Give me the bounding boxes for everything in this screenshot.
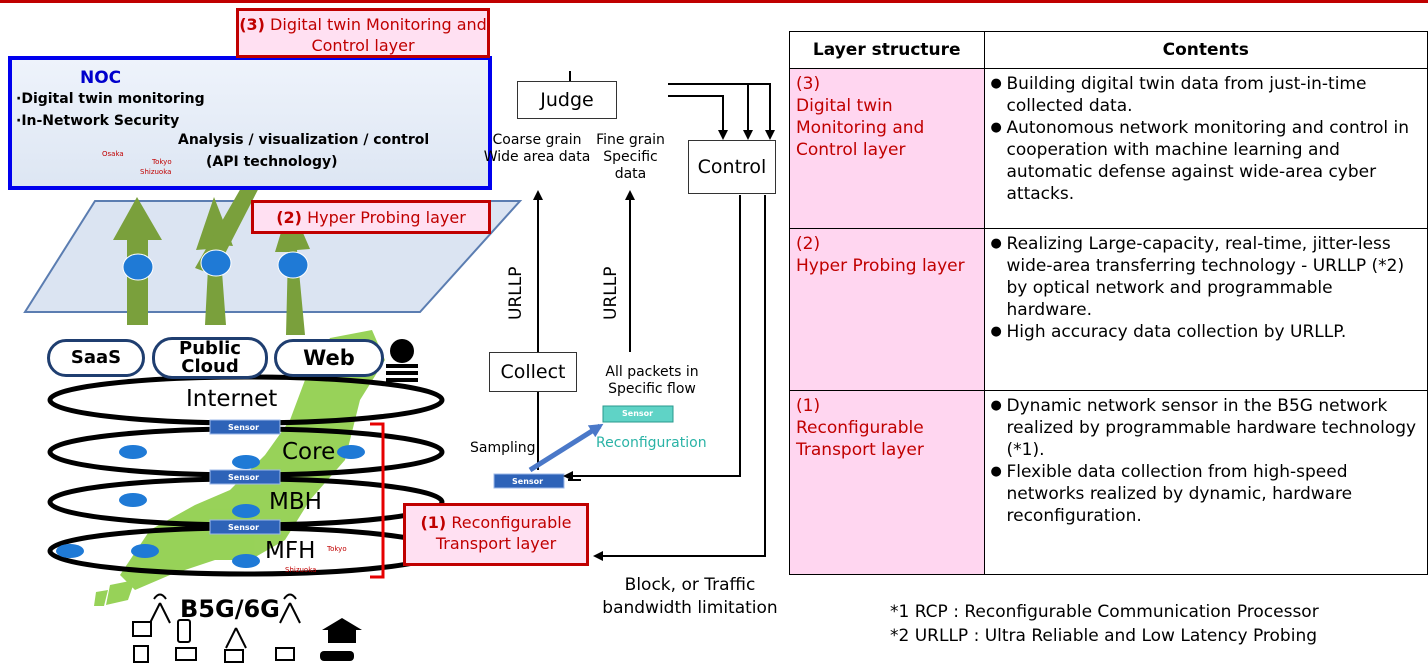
footnotes: *1 RCP : Reconfigurable Communication Pr… xyxy=(890,600,1319,648)
noc-item-digital-twin: ·Digital twin monitoring xyxy=(16,91,205,107)
router-icon xyxy=(119,445,147,459)
sensor-label: Sensor xyxy=(228,523,260,532)
router-icon xyxy=(232,504,260,518)
router-icon xyxy=(119,493,147,507)
contents-cell: Building digital twin data from just-in-… xyxy=(983,68,1428,229)
table-header-row: Layer structure Contents xyxy=(789,31,1428,69)
content-item: Dynamic network sensor in the B5G networ… xyxy=(991,395,1421,461)
layer2-text: Hyper Probing layer xyxy=(307,208,466,227)
cloud-public: Public Cloud xyxy=(152,337,268,379)
all-packets-label: All packets in Specific flow xyxy=(605,364,699,397)
content-item: Building digital twin data from just-in-… xyxy=(991,73,1421,117)
layer-cell: (2) Hyper Probing layer xyxy=(789,228,985,391)
content-item: Realizing Large-capacity, real-time, jit… xyxy=(991,233,1421,321)
sensor-box xyxy=(493,473,565,489)
sensor-label: Sensor xyxy=(228,473,260,482)
layer1-num: (1) xyxy=(420,513,447,532)
router-icon xyxy=(131,544,159,558)
layer2-label: (2) Hyper Probing layer xyxy=(251,200,491,234)
cloud-web: Web xyxy=(274,339,384,377)
layer-cell: (1) Reconfigurable Transport layer xyxy=(789,390,985,575)
map-label-tokyo-bottom: Tokyo xyxy=(327,545,347,553)
layer-num: (1) xyxy=(796,396,821,416)
ring-label-mbh: MBH xyxy=(269,489,322,515)
layer-num: (3) xyxy=(796,74,821,94)
fine-grain-label: Fine grain Specific data xyxy=(596,132,665,182)
router-icon xyxy=(232,455,260,469)
layer-name: Hyper Probing layer xyxy=(796,256,965,276)
noc-analysis: Analysis / visualization / control xyxy=(178,132,430,148)
coarse-grain-label: Coarse grain Wide area data xyxy=(483,132,591,165)
map-label-osaka: Osaka xyxy=(102,150,124,158)
table-row: (3) Digital twin Monitoring and Control … xyxy=(789,68,1428,229)
device-icons xyxy=(132,619,295,663)
contents-cell: Realizing Large-capacity, real-time, jit… xyxy=(983,228,1428,391)
table-row: (2) Hyper Probing layer Realizing Large-… xyxy=(789,228,1428,391)
control-box: Control xyxy=(688,140,776,194)
header-layer-structure: Layer structure xyxy=(789,31,985,69)
map-label-tokyo: Tokyo xyxy=(152,158,172,166)
layer3-label: (3) Digital twin Monitoring and Control … xyxy=(236,8,490,58)
antenna-icons xyxy=(149,593,301,649)
layer-structure-table: Layer structure Contents (3) Digital twi… xyxy=(789,31,1428,575)
sensor-label: Sensor xyxy=(622,409,654,418)
ring-label-mfh: MFH xyxy=(265,538,316,564)
router-icon xyxy=(232,554,260,568)
b5g-label: B5G/6G xyxy=(180,595,280,623)
layer1-text: Reconfigurable Transport layer xyxy=(435,513,572,553)
noc-api: (API technology) xyxy=(206,154,338,170)
layer2-num: (2) xyxy=(276,208,302,227)
layer-name: Digital twin Monitoring and Control laye… xyxy=(796,96,925,160)
transport-bracket xyxy=(370,422,385,579)
noc-item-security: ·In-Network Security xyxy=(16,113,180,129)
layer-cell: (3) Digital twin Monitoring and Control … xyxy=(789,68,985,229)
layer3-text: Digital twin Monitoring and Control laye… xyxy=(270,15,487,55)
ring-label-internet: Internet xyxy=(186,386,278,412)
map-label-shizuoka-bottom: Shizuoka xyxy=(285,566,317,574)
router-icon xyxy=(337,445,365,459)
router-icon xyxy=(200,249,232,277)
noc-title: NOC xyxy=(80,68,122,88)
layer1-label: (1) Reconfigurable Transport layer xyxy=(403,503,589,566)
sensor-label: Sensor xyxy=(228,423,260,432)
urllp-label-coarse: URLLP xyxy=(506,266,526,320)
judge-box: Judge xyxy=(517,81,617,119)
sampling-label: Sampling xyxy=(470,440,536,456)
layer-num: (2) xyxy=(796,234,821,254)
ring-label-core: Core xyxy=(282,439,336,465)
footnote-1: *1 RCP : Reconfigurable Communication Pr… xyxy=(890,602,1319,622)
sensor-box-reconfigured xyxy=(602,405,674,423)
top-rule xyxy=(0,0,1428,3)
reconfiguration-label: Reconfiguration xyxy=(596,435,707,451)
contents-cell: Dynamic network sensor in the B5G networ… xyxy=(983,390,1428,575)
layer-name: Reconfigurable Transport layer xyxy=(796,418,924,460)
map-label-shizuoka: Shizuoka xyxy=(140,168,172,176)
urllp-label-fine: URLLP xyxy=(601,266,621,320)
router-icon xyxy=(122,253,154,281)
collect-box: Collect xyxy=(489,352,577,392)
house-car-icons xyxy=(320,618,362,661)
header-contents: Contents xyxy=(983,31,1428,69)
sensor-box xyxy=(209,519,281,535)
content-item: High accuracy data collection by URLLP. xyxy=(991,321,1421,343)
cloud-saas: SaaS xyxy=(47,339,145,377)
content-item: Autonomous network monitoring and contro… xyxy=(991,117,1421,205)
layer3-num: (3) xyxy=(239,15,265,34)
sensor-label: Sensor xyxy=(512,477,544,486)
sensor-box xyxy=(209,469,281,485)
router-icon xyxy=(277,251,309,279)
block-label: Block, or Traffic bandwidth limitation xyxy=(602,575,778,618)
noc-panel: NOC ·Digital twin monitoring ·In-Network… xyxy=(8,56,492,190)
table-row: (1) Reconfigurable Transport layer Dynam… xyxy=(789,390,1428,575)
content-item: Flexible data collection from high-speed… xyxy=(991,461,1421,527)
server-icon xyxy=(386,339,418,382)
router-icon xyxy=(56,544,84,558)
footnote-2: *2 URLLP : Ultra Reliable and Low Latenc… xyxy=(890,626,1318,646)
sensor-box xyxy=(209,419,281,435)
